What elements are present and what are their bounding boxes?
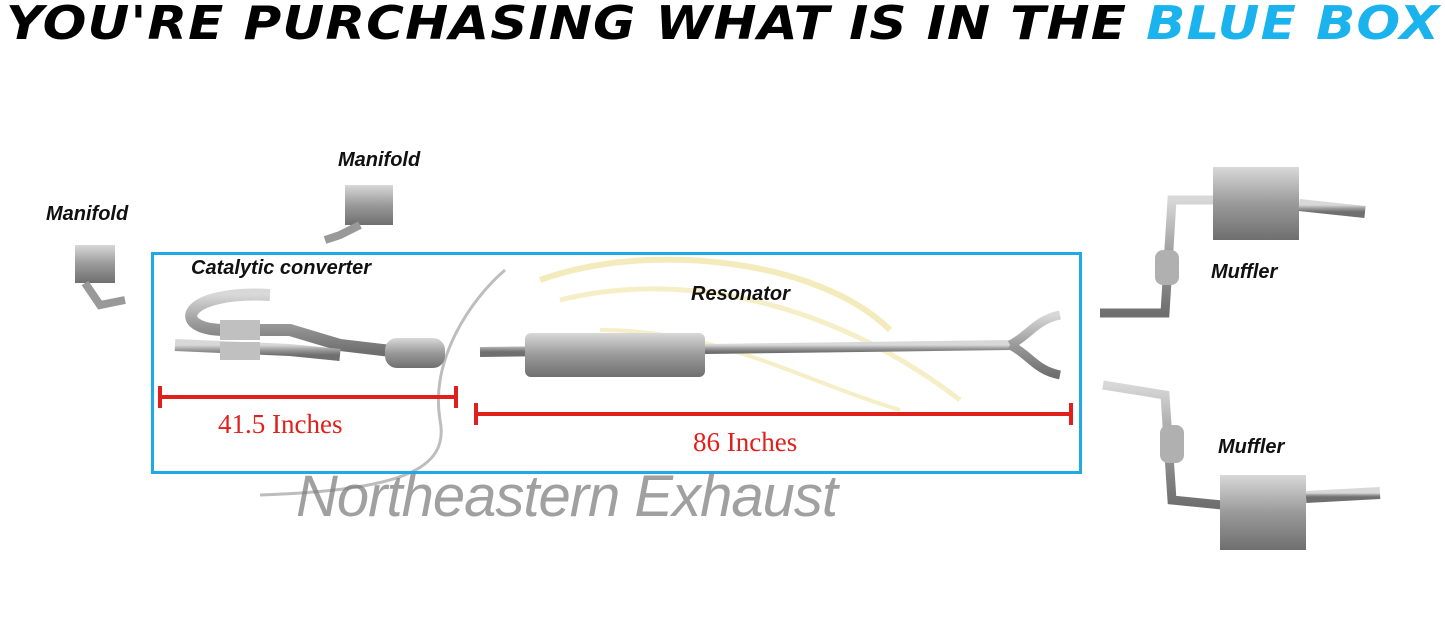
label-manifold-2: Manifold bbox=[338, 149, 421, 171]
muffler-2-image bbox=[1102, 380, 1381, 550]
front-pipe-image bbox=[174, 288, 445, 368]
blue-box-highlight bbox=[151, 252, 1082, 474]
label-resonator: Resonator bbox=[691, 283, 790, 305]
headline-text: YOU'RE PURCHASING WHAT IS IN THE bbox=[6, 0, 1147, 50]
dimension-bar-front bbox=[158, 386, 458, 408]
headline: YOU'RE PURCHASING WHAT IS IN THE BLUE BO… bbox=[6, 0, 1440, 50]
dimension-front-label: 41.5 Inches bbox=[218, 409, 343, 439]
muffler-1-image bbox=[1100, 167, 1366, 318]
label-manifold-1: Manifold bbox=[46, 203, 129, 225]
label-catalytic-converter: Catalytic converter bbox=[191, 257, 372, 279]
watermark-swoosh bbox=[259, 256, 962, 497]
rear-pipe-image bbox=[479, 310, 1062, 380]
label-muffler-2: Muffler bbox=[1218, 436, 1285, 458]
manifold-2-image bbox=[323, 185, 393, 244]
headline-highlight: BLUE BOX bbox=[1146, 0, 1441, 50]
dimension-bar-rear bbox=[474, 403, 1073, 425]
label-muffler-1: Muffler bbox=[1211, 261, 1278, 283]
dimension-rear-label: 86 Inches bbox=[693, 427, 798, 457]
watermark-text: Northeastern Exhaust bbox=[296, 464, 838, 529]
manifold-1-image bbox=[75, 245, 126, 310]
